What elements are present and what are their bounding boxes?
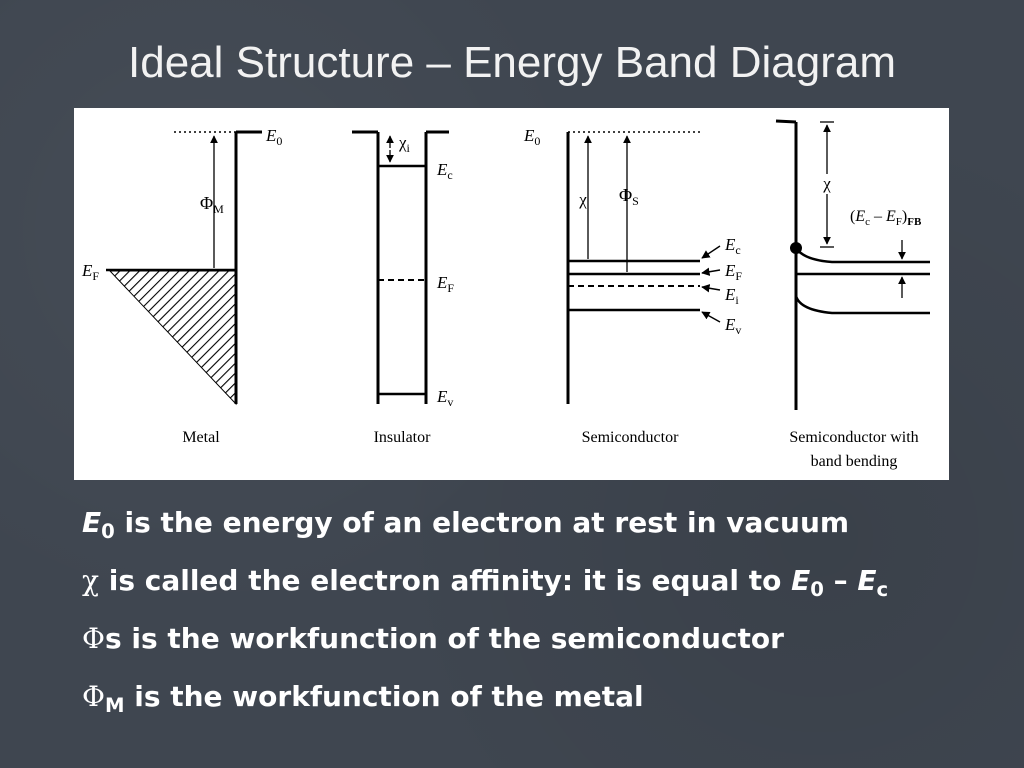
ev-semi-subscript: v	[735, 323, 741, 337]
chi-i-subscript: i	[407, 141, 411, 155]
ef-semi-subscript: F	[735, 269, 742, 283]
svg-text:ΦM: ΦM	[200, 193, 224, 216]
svg-text:Ev: Ev	[436, 387, 453, 409]
ef-ins-subscript: F	[447, 281, 454, 295]
E0-label: E	[265, 126, 277, 145]
chi-semi-label: χ	[578, 190, 587, 209]
ef-metal-label: E	[81, 261, 93, 280]
phi-m-bullet-subscript: M	[104, 693, 125, 717]
e0-symbol: E	[82, 506, 102, 539]
ec-semi-subscript: c	[735, 243, 740, 257]
chi-e0-subscript: 0	[810, 577, 824, 601]
ev-ins-subscript: v	[447, 395, 453, 409]
phi-m-text: is the workfunction of the metal	[124, 680, 644, 713]
fb-ef-label: E	[885, 208, 896, 225]
ei-semi-subscript: i	[735, 293, 739, 307]
E0-semi-subscript: 0	[534, 134, 540, 148]
chi-ec-subscript: c	[876, 577, 889, 601]
chi-ec: E	[857, 564, 877, 597]
fb-subscript: FB	[907, 216, 922, 228]
phi-s-text: s is the workfunction of the semiconduct…	[104, 622, 784, 655]
e0-subscript: 0	[101, 519, 115, 543]
fb-ef-subscript: F	[896, 216, 902, 228]
fb-ec-subscript: c	[865, 216, 870, 228]
ec-ins-label: E	[436, 160, 448, 179]
bent-conduction-band	[794, 247, 930, 264]
e0-text: is the energy of an electron at rest in …	[114, 506, 850, 539]
fb-minus: –	[870, 208, 886, 225]
ei-semi-label: E	[724, 285, 736, 304]
svg-text:χi: χi	[398, 133, 411, 155]
svg-text:EF: EF	[724, 261, 742, 283]
ef-ins-label: E	[436, 273, 448, 292]
insulator-caption: Insulator	[374, 429, 432, 446]
slide-title: Ideal Structure – Energy Band Diagram	[128, 38, 896, 87]
ef-metal-subscript: F	[92, 269, 99, 283]
phi-s-subscript: S	[632, 194, 639, 208]
ef-semi-label: E	[724, 261, 736, 280]
chi-text: is called the electron affinity: it is e…	[98, 564, 792, 597]
definition-phi-s: Φs is the workfunction of the semiconduc…	[82, 622, 784, 655]
metal-filled-states	[108, 270, 237, 406]
svg-text:Ev: Ev	[724, 315, 741, 337]
phi-s-symbol: Φ	[82, 622, 105, 655]
phi-m-subscript: M	[213, 202, 224, 216]
metal-caption: Metal	[182, 429, 220, 446]
svg-text:EF: EF	[81, 261, 99, 283]
semiconductor-panel: E0 χ ΦS Ec EF Ei Ev Semiconductor	[523, 126, 742, 446]
definition-e0: E0 is the energy of an electron at rest …	[82, 506, 850, 541]
fb-ec-label: E	[854, 208, 865, 225]
band-bending-panel: χ (Ec – EF)FB Semiconductor with band be…	[775, 119, 930, 470]
svg-text:EF: EF	[436, 273, 454, 295]
E0-subscript: 0	[276, 134, 282, 148]
definition-phi-m: ΦM is the workfunction of the metal	[82, 680, 644, 715]
svg-text:(Ec – EF)FB: (Ec – EF)FB	[850, 208, 922, 228]
ev-ins-label: E	[436, 387, 448, 406]
E0-semi-label: E	[523, 126, 535, 145]
surface-state-dot	[790, 242, 802, 254]
svg-text:Ec: Ec	[436, 160, 453, 182]
fb-close-paren: )	[902, 208, 907, 225]
fb-open-paren: (	[850, 208, 855, 225]
ec-semi-label: E	[724, 235, 736, 254]
ev-semi-label: E	[724, 315, 736, 334]
phi-s-label: Φ	[619, 185, 632, 205]
chi-e0: E	[791, 564, 811, 597]
energy-band-diagram: E0 ΦM EF Metal χi Ec EF Ev Insulator E0 …	[74, 108, 949, 480]
phi-m-label: Φ	[200, 193, 213, 213]
svg-text:Ec: Ec	[724, 235, 741, 257]
semiconductor-caption: Semiconductor	[582, 429, 680, 446]
chi-bending-label: χ	[822, 174, 831, 193]
metal-panel: E0 ΦM EF Metal	[81, 126, 282, 446]
bending-caption-line2: band bending	[811, 453, 898, 470]
insulator-panel: χi Ec EF Ev Insulator	[352, 130, 454, 446]
chi-dash: –	[823, 564, 858, 597]
svg-text:E0: E0	[523, 126, 540, 148]
chi-symbol: χ	[82, 564, 99, 597]
ec-ins-subscript: c	[447, 168, 452, 182]
chi-i-label: χ	[398, 133, 407, 152]
bent-valence-band	[794, 295, 930, 315]
bending-caption-line1: Semiconductor with	[789, 429, 918, 446]
svg-text:E0: E0	[265, 126, 282, 148]
phi-m-symbol: Φ	[82, 680, 105, 713]
svg-text:ΦS: ΦS	[619, 185, 639, 208]
definition-chi: χ is called the electron affinity: it is…	[82, 564, 888, 599]
svg-text:Ei: Ei	[724, 285, 739, 307]
